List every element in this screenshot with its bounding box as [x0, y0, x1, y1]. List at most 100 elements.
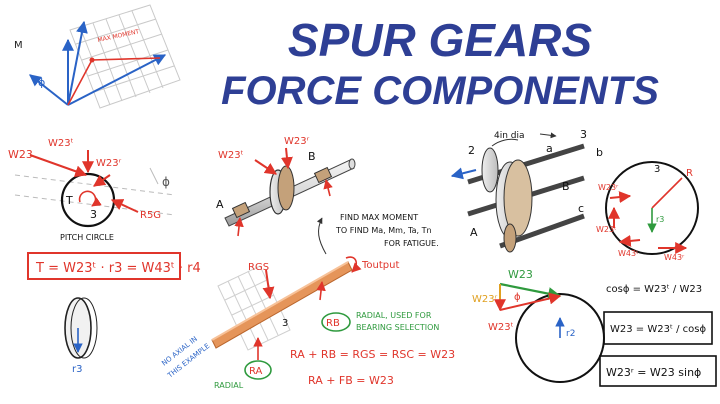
fbd-w23r-arrow [609, 191, 632, 204]
fbd-w43r-label: W43ʳ [664, 253, 685, 262]
moment-grid [69, 4, 181, 109]
moment-angle-label: ϕ [38, 76, 45, 89]
triangle-w23t-arrow [499, 292, 562, 311]
max-moment-leader [316, 217, 327, 255]
w23r-arrow [93, 174, 111, 187]
box-equation-2: W23ʳ = W23 sinϕ [606, 366, 701, 379]
reaction-arrow [110, 199, 139, 213]
label-c: c [578, 202, 584, 215]
radial-label: RADIAL [214, 381, 244, 390]
w23t-label: W23ᵗ [48, 138, 74, 149]
triangle-w23t-label: W23ᵗ [488, 322, 514, 333]
reaction-label: R5G [140, 210, 161, 221]
gear-side-rim [70, 297, 98, 359]
equation-1: RA + RB = RGS = RSC = W23 [290, 348, 455, 361]
title-line-1: SPUR GEARS [288, 14, 592, 66]
shaft-w23r-arrow [280, 147, 293, 170]
rb-arrow [316, 281, 326, 301]
moment-axis3-arrow [67, 20, 88, 106]
torque-equation-box [27, 252, 181, 280]
torque-equation: T = W23ᵗ · r3 = W43ᵗ · r4 [35, 261, 201, 276]
triangle-angle-label: ϕ [514, 292, 521, 303]
label-A: A [470, 226, 478, 239]
moment-axis4-arrow [67, 54, 167, 106]
note-fatigue: FOR FATIGUE. [384, 239, 439, 248]
gear-3-face [503, 159, 533, 237]
w23-arrow [29, 154, 88, 178]
bearing-b-arrow [323, 179, 333, 197]
load-shaft-highlight [211, 261, 349, 341]
moment-axis2-arrow [29, 74, 69, 106]
label-a-top: a [546, 142, 553, 155]
title-line-2: FORCE COMPONENTS [221, 69, 659, 113]
moment-axis-label: M [14, 40, 23, 51]
bearing-a [231, 201, 251, 219]
rb-label: RB [326, 318, 340, 329]
fbd-w43t-arrow [618, 234, 641, 247]
cos-equation: cosϕ = W23ᵗ / W23 [606, 284, 702, 295]
fbd-gear-label: 3 [654, 164, 660, 175]
gear-train-sketch: 4in dia 2 a 3 b B A c [450, 128, 603, 253]
radial-note-1: RADIAL, USED FOR [356, 311, 432, 320]
radius-label: r3 [72, 364, 82, 375]
fbd-w43t-label: W43ᵗ [618, 249, 638, 258]
w23r-label: W23ʳ [96, 158, 122, 169]
load-diagram: FIND MAX MOMENT TO FIND Ma, Mm, Ta, Tn F… [160, 213, 455, 390]
triangle-w23r-label: W23ʳ [472, 294, 498, 305]
rgs-label: RGS [248, 262, 269, 273]
load-gear-label: 3 [282, 318, 288, 329]
box-eq1-frame [603, 311, 713, 345]
w23-label: W23 [8, 148, 33, 161]
rb-circle [321, 312, 351, 332]
triangle-radius-label: r2 [566, 329, 575, 339]
dia-leader [491, 138, 519, 147]
fbd-radius-label: r3 [656, 215, 664, 224]
free-body-circle: 3 R W23ʳ W23ᵗ W43ʳ W43ᵗ r3 [596, 161, 699, 262]
label-3-top: 3 [580, 128, 587, 141]
box-equation-1: W23 = W23ᵗ / cosϕ [610, 324, 706, 335]
angle-tick [149, 167, 159, 185]
triangle-w23-label: W23 [508, 268, 533, 281]
equation-2: RA + FB = W23 [308, 374, 394, 387]
moment-sketch: M ϕ MAX MOMENT [14, 4, 181, 109]
fbd-circle [605, 161, 699, 255]
tout-arrow [345, 256, 362, 273]
torque-label: T [65, 194, 73, 207]
tout-label: Toutput [361, 260, 399, 271]
label-b: b [596, 146, 603, 159]
shaft-sketch: W23ᵗ W23ʳ A B [216, 136, 356, 237]
box-eq2-frame [599, 355, 717, 387]
radial-note-2: BEARING SELECTION [356, 323, 439, 332]
gear-label: 3 [90, 208, 97, 221]
shaft-w23r-label: W23ʳ [284, 136, 310, 147]
ra-circle [244, 360, 272, 380]
pitch-circle-caption: PITCH CIRCLE [60, 233, 114, 242]
shaft-gear-face [277, 165, 295, 211]
ra-label: RA [249, 366, 263, 377]
note-find-max: FIND MAX MOMENT [340, 213, 418, 222]
bearing-a-label: A [216, 198, 224, 211]
fbd-w23t-label: W23ᵗ [596, 225, 616, 234]
gear-4 [503, 223, 517, 253]
bearing-a-arrow [234, 217, 244, 237]
gear-2 [481, 147, 499, 193]
gear-2-label: 2 [468, 144, 475, 157]
label-B: B [562, 180, 570, 193]
fbd-radius [651, 177, 683, 209]
triangle-w23-arrow [499, 282, 562, 301]
pitch-circle-sketch: W23 W23ᵗ W23ʳ ϕ T 3 R5G PITCH CIRCLE T =… [8, 138, 201, 375]
bearing-b-label: B [308, 150, 316, 163]
input-arrow [450, 167, 477, 180]
torque-arrow [78, 190, 102, 207]
shaft-w23t-arrow [254, 159, 277, 175]
fbd-w23r-label: W23ʳ [598, 183, 619, 192]
direction-arrow [539, 132, 557, 139]
shaft-w23t-label: W23ᵗ [218, 150, 244, 161]
max-moment-point [89, 57, 95, 63]
rgs-arrow [262, 269, 275, 300]
fbd-r-label: R [686, 168, 693, 179]
load-shaft [211, 261, 353, 349]
dia-label: 4in dia [494, 131, 525, 141]
